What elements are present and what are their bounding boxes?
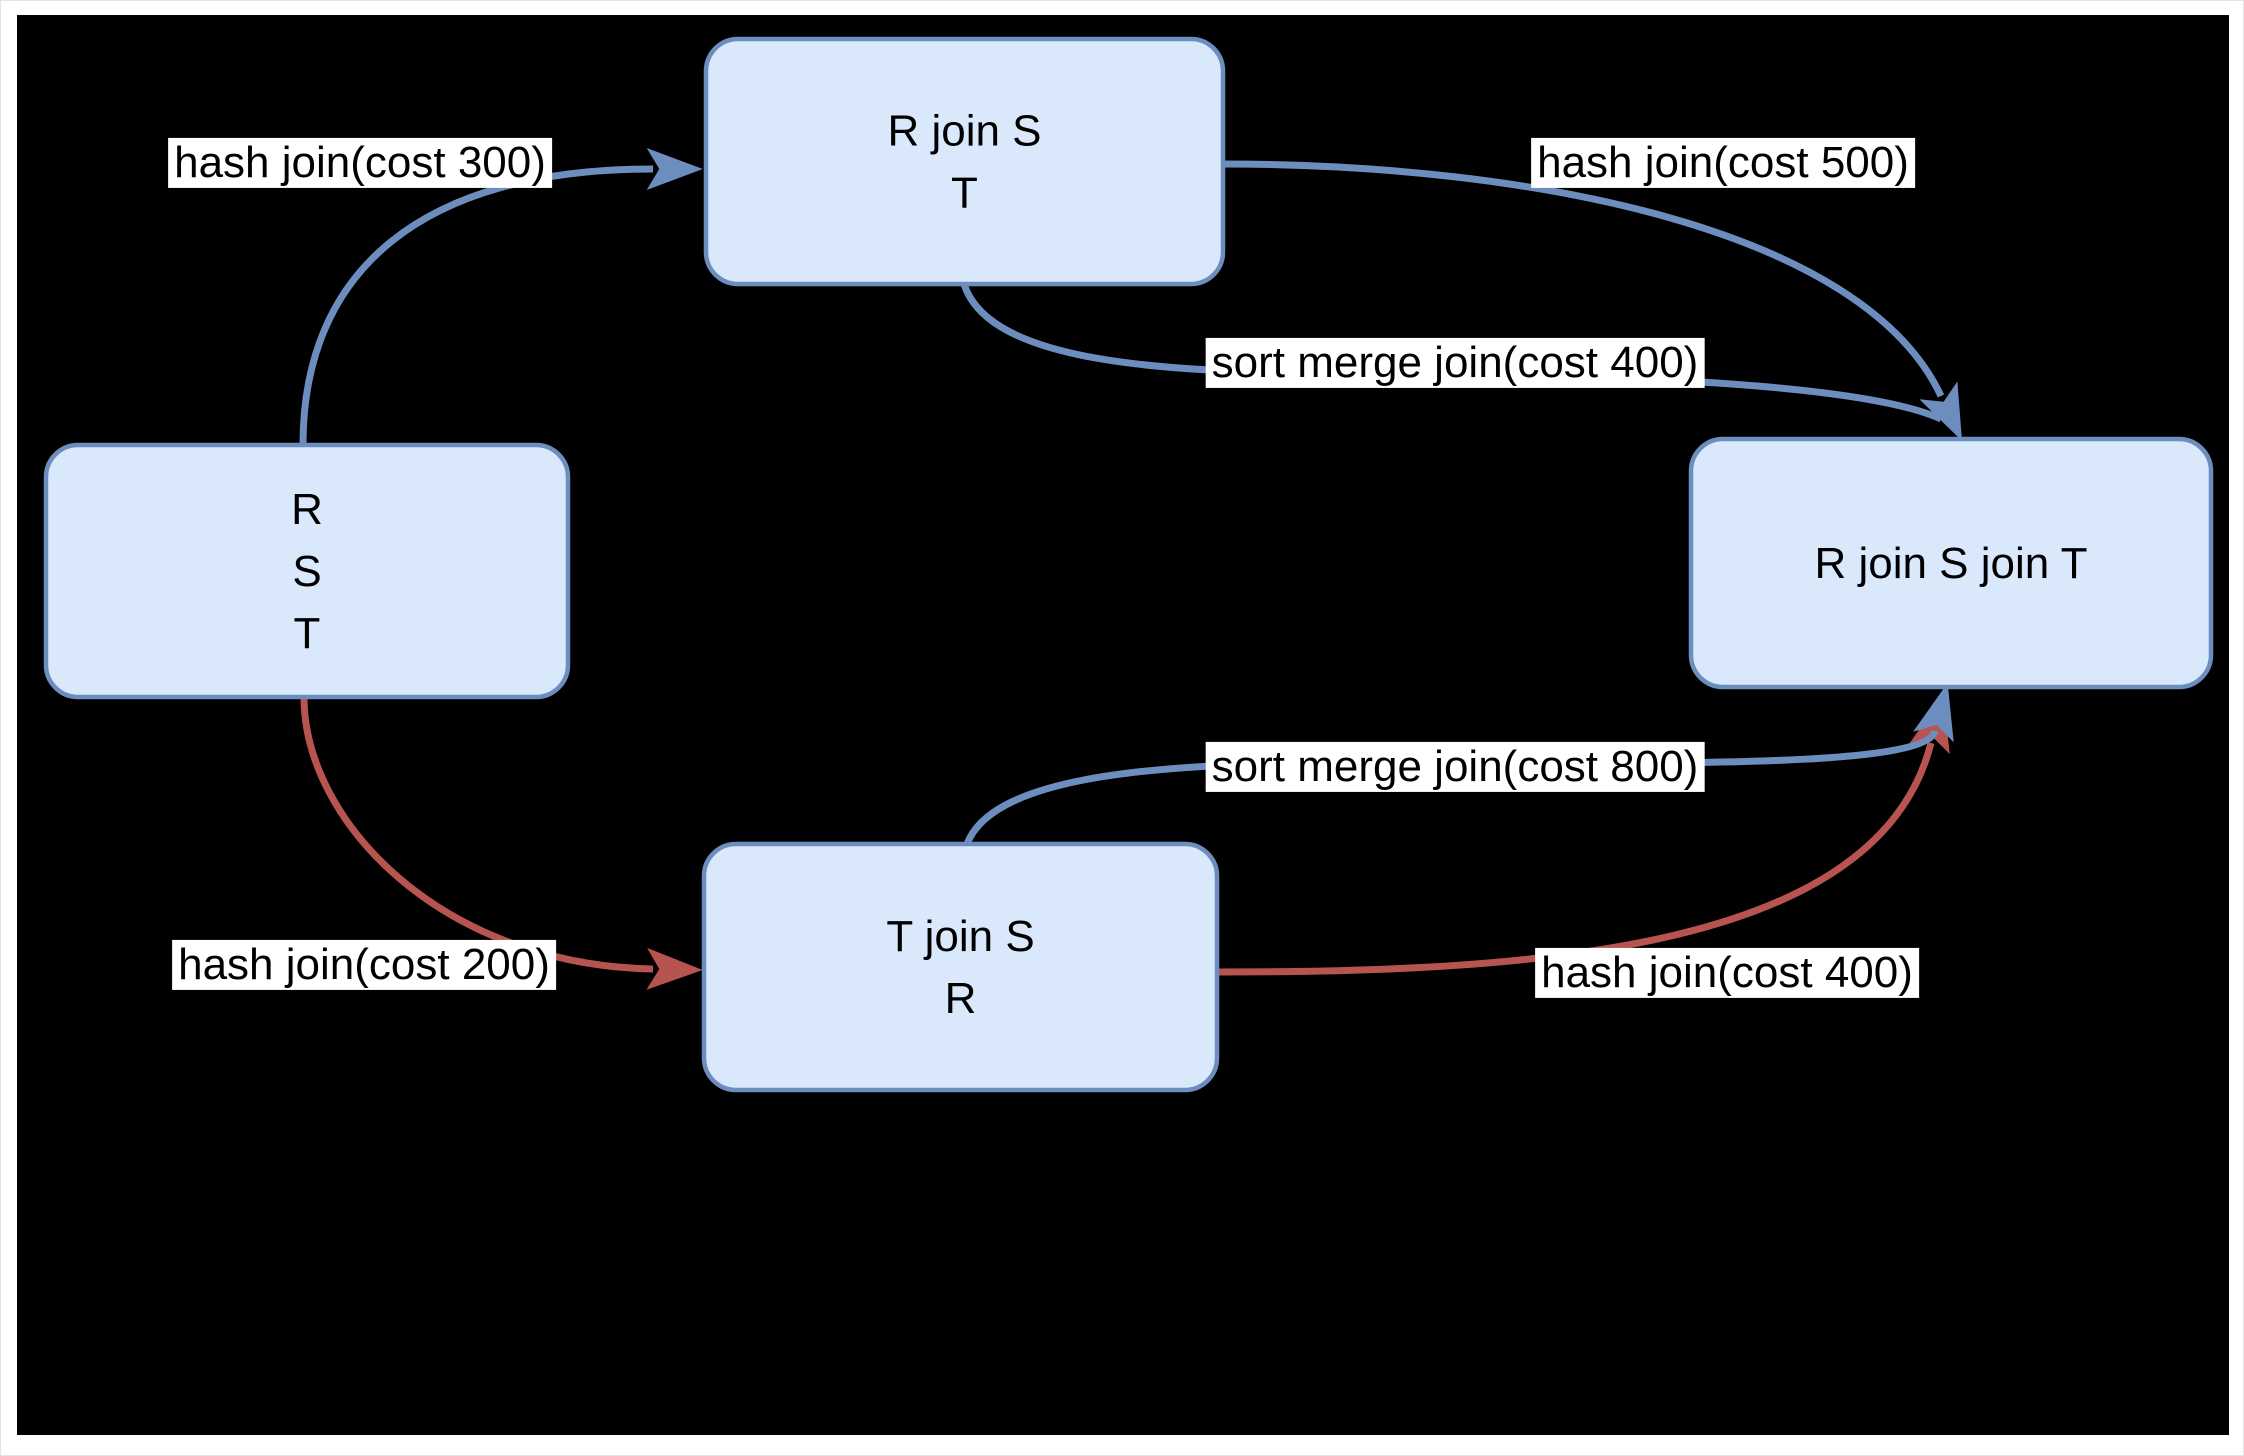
node-r-join-s-join-t-box [1688, 436, 2214, 690]
edge-hash-join-400 [1218, 694, 1950, 976]
edge-hash-join-500 [1222, 160, 1963, 441]
node-t-join-s-r-box [701, 841, 1220, 1093]
node-r-s-t-box [43, 442, 571, 700]
node-r-join-s-t-box [703, 36, 1226, 287]
edge-hash-join-200 [300, 696, 703, 990]
edge-hash-join-300 [299, 148, 703, 446]
node-r-join-s-join-t: R join S join T [1688, 436, 2214, 690]
node-r-join-s-join-t-label: R join S join T [1814, 539, 2087, 588]
